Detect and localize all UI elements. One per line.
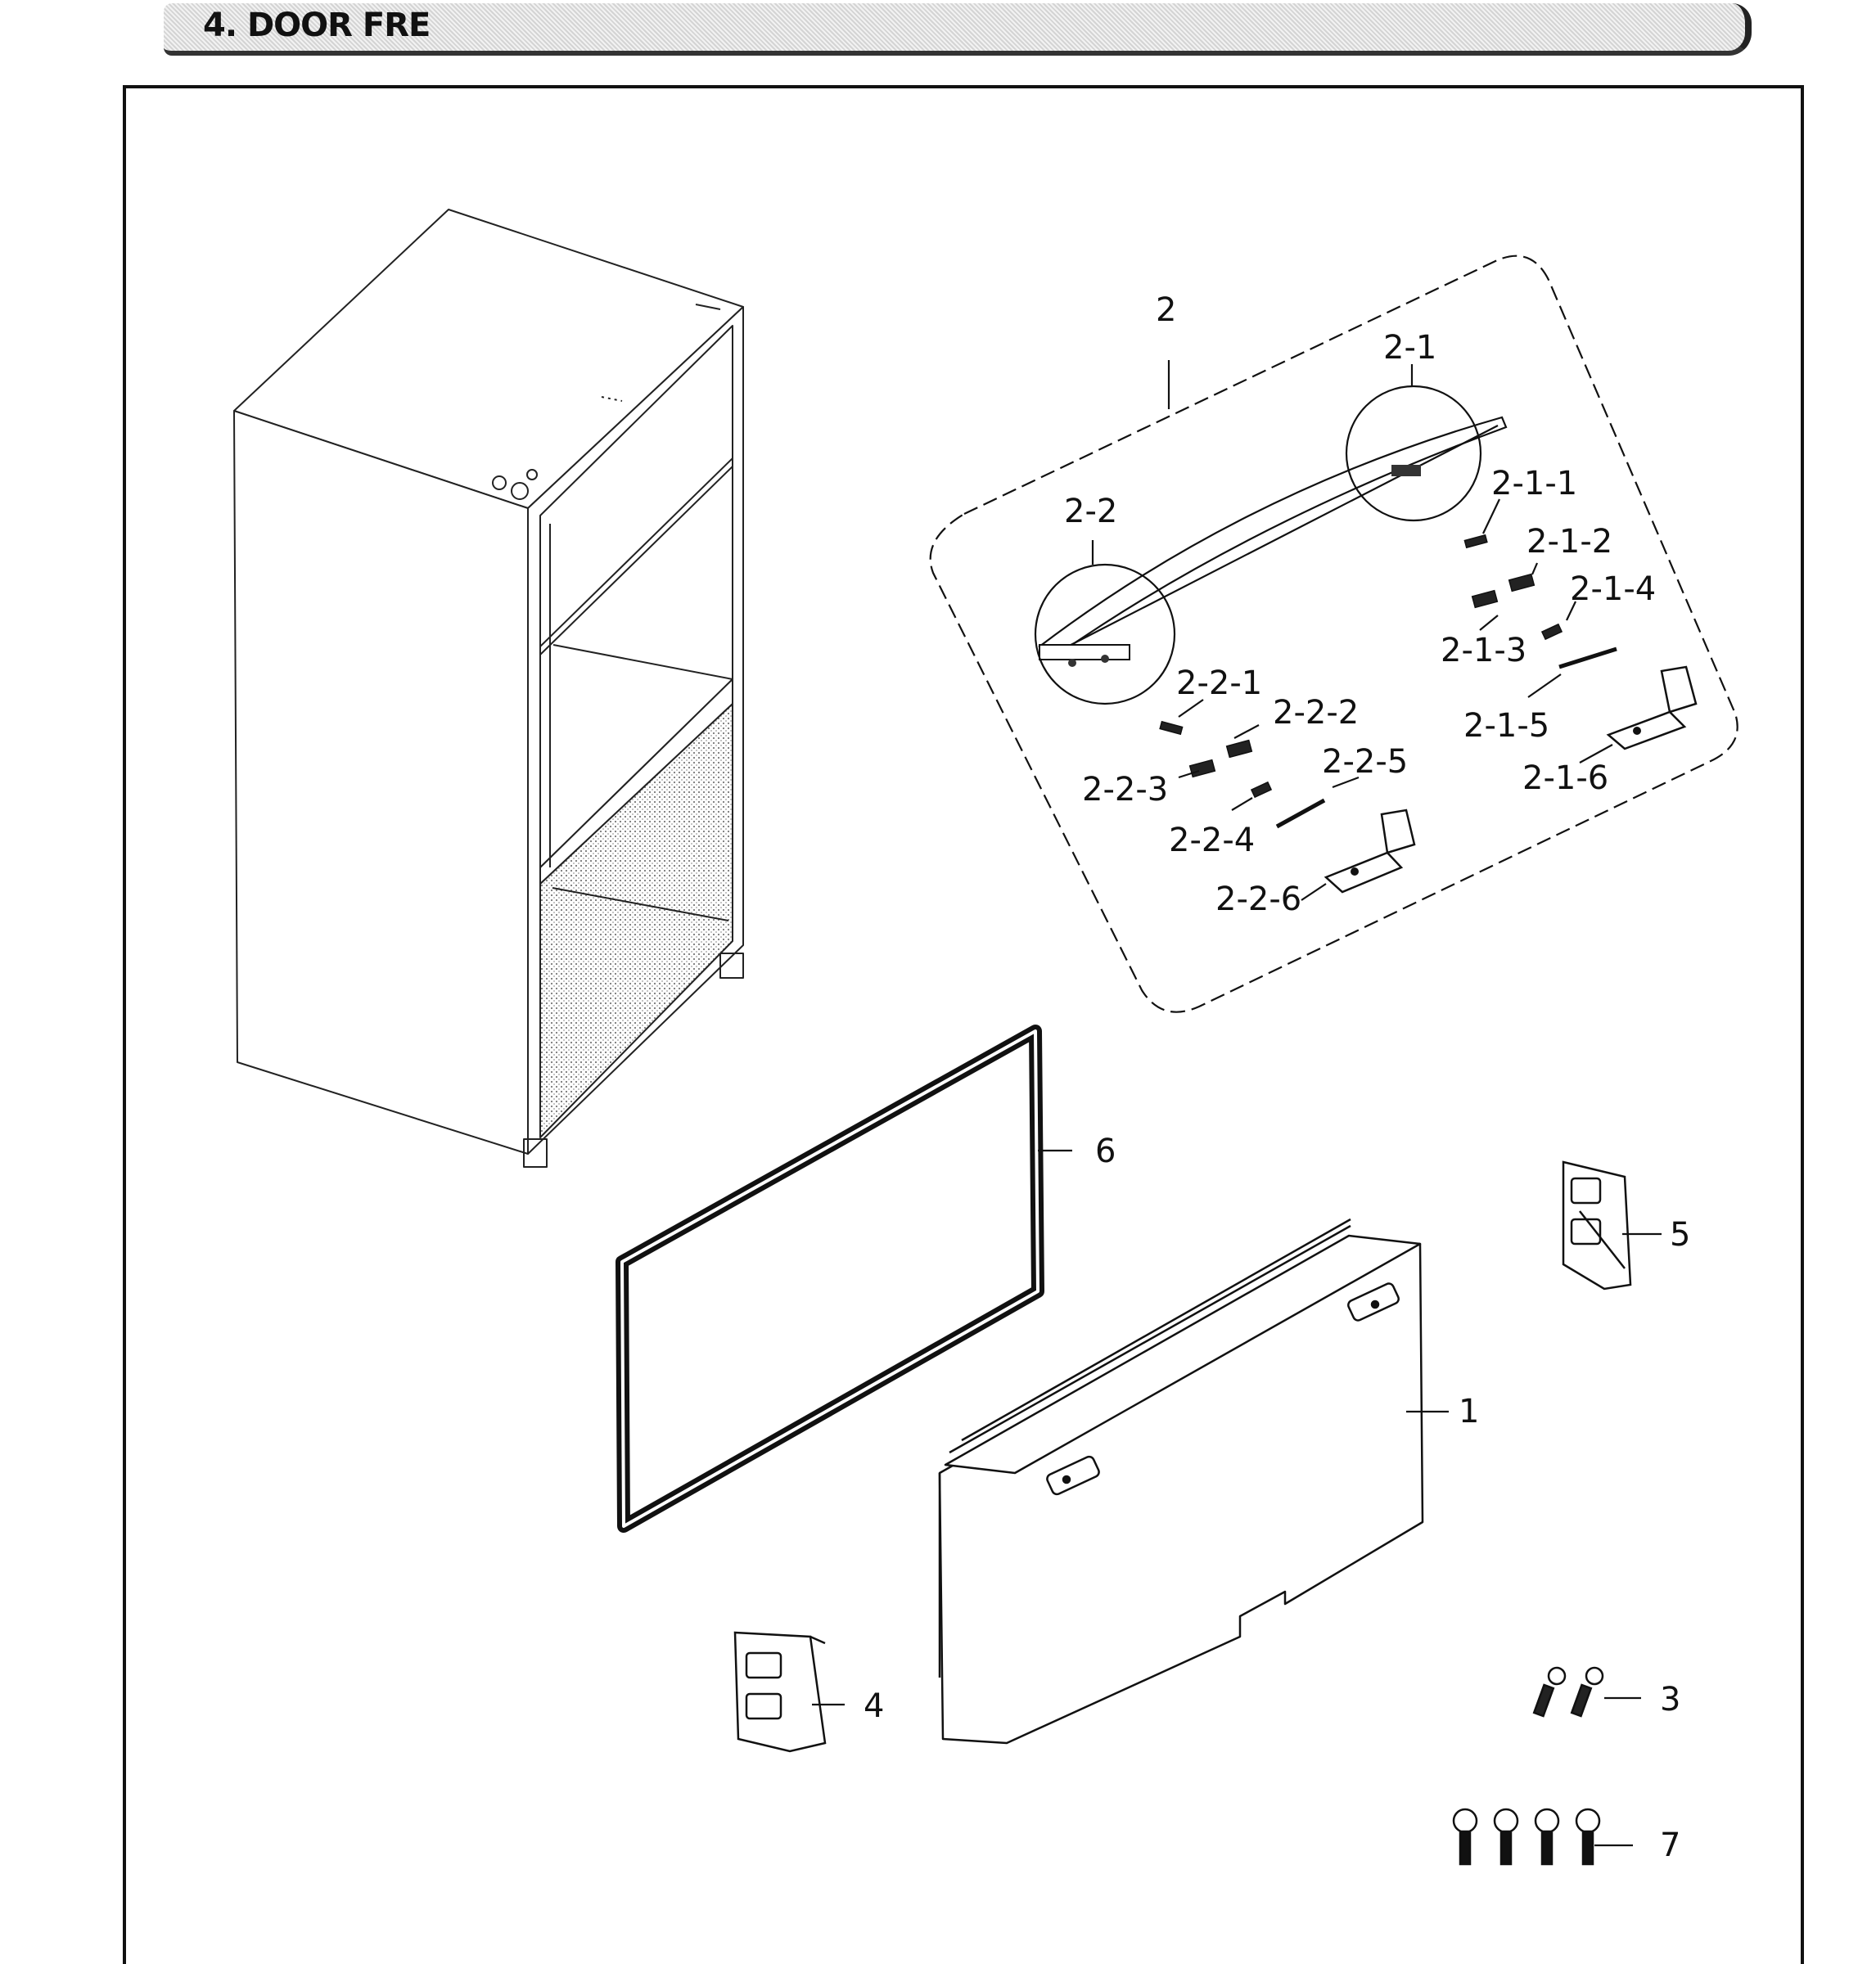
label-part-2-2-3: 2-2-3 — [1082, 771, 1168, 809]
hinge-assembly-panel — [929, 255, 1738, 1013]
door-gasket-icon — [616, 1025, 1044, 1533]
label-part-2-1-3: 2-1-3 — [1441, 632, 1527, 669]
label-part-5: 5 — [1670, 1216, 1690, 1254]
label-part-2-1-1: 2-1-1 — [1491, 465, 1577, 502]
section-title: 4. DOOR FRE — [203, 7, 431, 44]
label-part-2-1: 2-1 — [1383, 329, 1436, 367]
bolts-icon — [1452, 1808, 1601, 1866]
label-part-6: 6 — [1095, 1133, 1116, 1170]
refrigerator-cabinet-icon — [233, 209, 744, 1168]
label-part-7: 7 — [1660, 1827, 1680, 1864]
label-part-4: 4 — [864, 1687, 884, 1725]
label-part-2-2-2: 2-2-2 — [1273, 694, 1359, 732]
part-labels: 1 2 2-1 2-1-1 2-1-2 2-1-3 2-1-4 2-1-5 2-… — [864, 291, 1690, 1864]
label-part-2-1-5: 2-1-5 — [1463, 707, 1549, 745]
label-part-2-2-4: 2-2-4 — [1169, 822, 1255, 859]
label-part-2-2-6: 2-2-6 — [1215, 881, 1301, 918]
label-part-2: 2 — [1156, 291, 1176, 329]
label-part-2-1-6: 2-1-6 — [1522, 759, 1608, 797]
section-header-bar: 4. DOOR FRE — [164, 3, 1752, 56]
leader-lines — [812, 360, 1662, 1847]
freezer-door-icon — [938, 1218, 1424, 1745]
label-part-2-1-2: 2-1-2 — [1527, 523, 1612, 561]
label-part-3: 3 — [1660, 1681, 1680, 1718]
bracket-left-icon — [733, 1631, 827, 1753]
label-part-2-2-5: 2-2-5 — [1322, 743, 1408, 781]
label-part-1: 1 — [1459, 1393, 1479, 1430]
label-part-2-2-1: 2-2-1 — [1176, 664, 1262, 702]
label-part-2-1-4: 2-1-4 — [1570, 570, 1656, 608]
label-part-2-2: 2-2 — [1064, 493, 1117, 530]
bracket-right-icon — [1562, 1160, 1632, 1291]
hinge-screws-icon — [1532, 1666, 1604, 1718]
diagram-frame — [123, 85, 1804, 1964]
